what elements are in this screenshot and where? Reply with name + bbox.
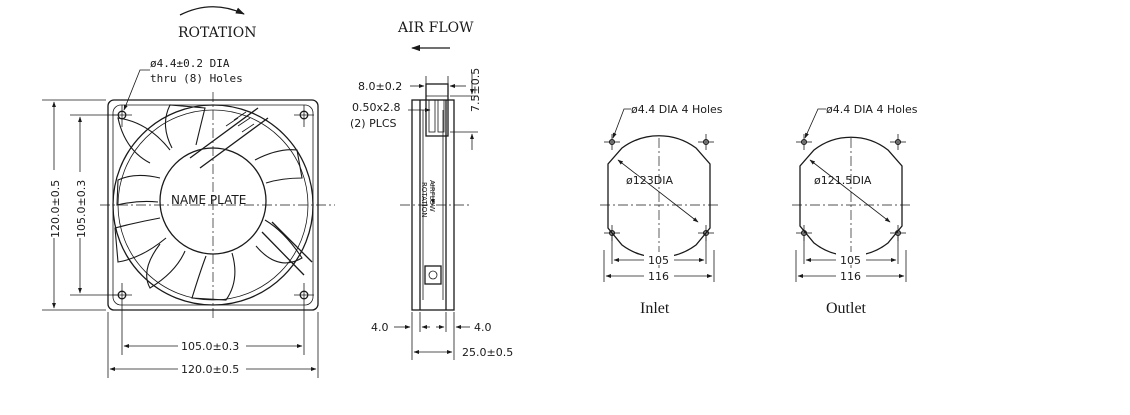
dim-width-holes: 105.0±0.3 [181, 340, 239, 353]
inlet-view: ø4.4 DIA 4 Holes ø123DIA 105 116 Inlet [600, 103, 723, 317]
fan-blades [114, 104, 303, 301]
rotation-label: ROTATION [178, 25, 257, 41]
outlet-dim-inner: 105 [840, 254, 861, 267]
side-rotation-text: ROTATION [420, 182, 428, 217]
dim-height-overall: 120.0±0.5 [49, 180, 62, 238]
side-dim-left-flange: 4.0 [371, 321, 389, 334]
side-dim-right-flange: 4.0 [474, 321, 492, 334]
inlet-holes-callout: ø4.4 DIA 4 Holes [631, 103, 723, 116]
outlet-holes-callout: ø4.4 DIA 4 Holes [826, 103, 918, 116]
side-dim-vertical: 7.5±0.5 [469, 68, 482, 112]
side-airflow-text: AIRFLOW [428, 180, 436, 212]
rotation-arrow-icon [179, 6, 245, 16]
outlet-holes [796, 134, 906, 241]
inlet-caption: Inlet [640, 300, 670, 317]
inlet-holes [604, 134, 714, 241]
motor-stub [424, 265, 442, 285]
side-dim-depth: 25.0±0.5 [462, 346, 513, 359]
outlet-view: ø4.4 DIA 4 Holes ø121.5DIA 105 116 Outle… [792, 103, 918, 317]
outlet-outline [799, 136, 903, 257]
side-dim-top: 8.0±0.2 [358, 80, 402, 93]
dim-height-holes: 105.0±0.3 [75, 180, 88, 238]
front-view: ROTATION [42, 6, 335, 378]
name-plate-label: NAME PLATE [171, 193, 246, 207]
inlet-dim-outer: 116 [648, 270, 669, 283]
outlet-dim-outer: 116 [840, 270, 861, 283]
mount-hole-callout-line1: ø4.4±0.2 DIA [150, 57, 230, 70]
side-view: AIR FLOW AIRFLOW ROTATION 8.0±0.2 0.50x2… [350, 20, 513, 360]
inlet-outline [607, 135, 711, 258]
air-flow-label: AIR FLOW [397, 20, 474, 36]
inlet-dim-inner: 105 [648, 254, 669, 267]
dim-width-overall: 120.0±0.5 [181, 363, 239, 376]
outlet-caption: Outlet [826, 300, 867, 317]
side-terminal-plcs: (2) PLCS [350, 117, 397, 130]
lead-wire-strip [189, 107, 313, 276]
mount-hole-callout-line2: thru (8) Holes [150, 72, 243, 85]
side-terminal-size: 0.50x2.8 [352, 101, 401, 114]
